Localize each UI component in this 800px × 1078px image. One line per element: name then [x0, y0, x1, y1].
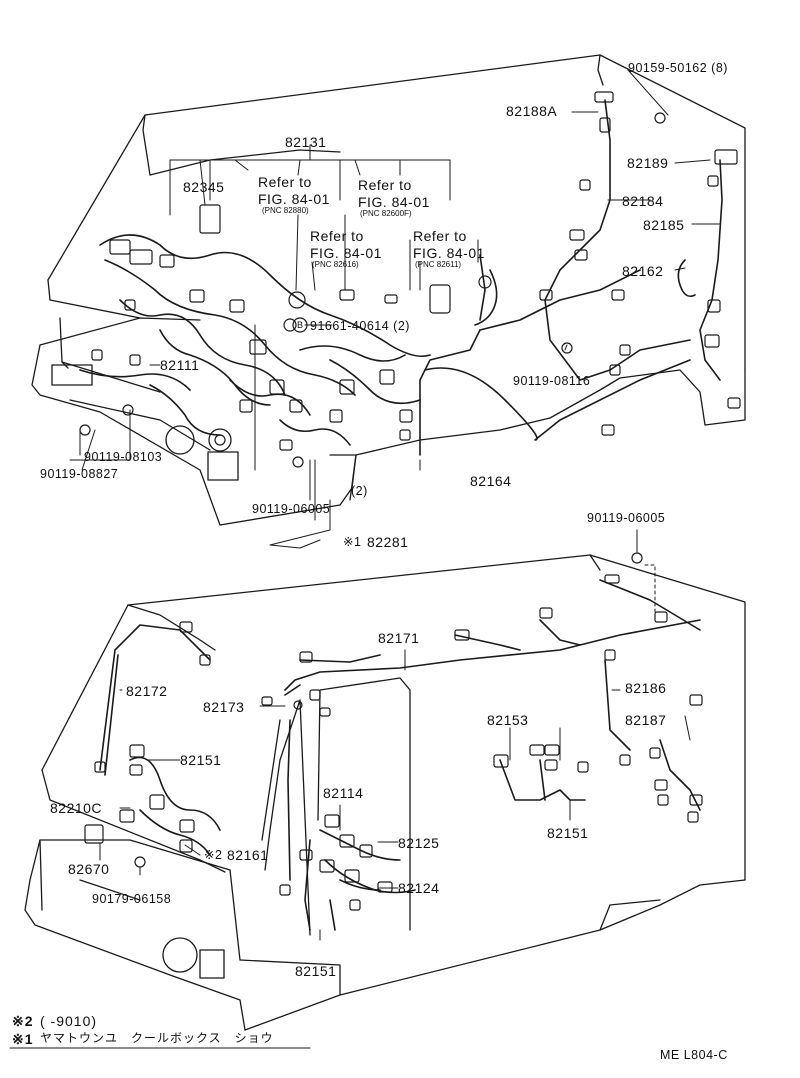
ref1-pnc: (PNC 82880) — [262, 206, 309, 215]
label-82281-mark: ※1 — [343, 535, 362, 549]
label-82185: 82185 — [643, 217, 685, 233]
bottom-van-body — [24, 554, 746, 1031]
label-82187: 82187 — [625, 712, 667, 728]
ref3-line2: FIG. 84-01 — [310, 245, 382, 261]
ref4-pnc: (PNC 82611) — [415, 260, 462, 269]
ref3-pnc: (PNC 82616) — [312, 260, 359, 269]
label-82186: 82186 — [625, 680, 667, 696]
label-82164: 82164 — [470, 473, 512, 489]
ref4-line1: Refer to — [413, 228, 467, 244]
label-82151-a: 82151 — [180, 752, 222, 768]
bottom-connectors — [84, 552, 703, 911]
label-82281: 82281 — [367, 534, 409, 550]
ref2-line2: FIG. 84-01 — [358, 194, 430, 210]
ref3-line1: Refer to — [310, 228, 364, 244]
label-82131: 82131 — [285, 134, 327, 150]
bottom-leaders — [99, 529, 691, 941]
label-82114: 82114 — [323, 785, 364, 801]
label-82173: 82173 — [203, 699, 245, 715]
circle-b-letter: B — [297, 320, 304, 330]
label-82151-b: 82151 — [547, 825, 589, 841]
diagram-code: ME L804-C — [660, 1048, 728, 1062]
note2-text: ( -9010) — [40, 1013, 98, 1029]
label-82151-c: 82151 — [295, 963, 337, 979]
label-82161-mark: ※2 — [204, 848, 223, 862]
label-82184: 82184 — [622, 193, 664, 209]
label-82345: 82345 — [183, 179, 225, 195]
label-qty-2: (2) — [351, 484, 368, 498]
label-82172: 82172 — [126, 683, 168, 699]
label-90119-06005-top: 90119-06005 — [252, 502, 331, 516]
top-leaders — [69, 69, 721, 549]
label-82210c: 82210C — [50, 800, 103, 816]
label-90159-50162: 90159-50162 (8) — [628, 61, 728, 75]
label-82188a: 82188A — [506, 103, 558, 119]
label-82161: 82161 — [227, 847, 269, 863]
label-82670: 82670 — [68, 861, 110, 877]
ref1-line2: FIG. 84-01 — [258, 191, 330, 207]
ref1-line1: Refer to — [258, 174, 312, 190]
label-82111: 82111 — [160, 357, 200, 373]
label-82171: 82171 — [378, 630, 420, 646]
label-90119-08103: 90119-08103 — [84, 450, 163, 464]
bottom-harness — [99, 579, 701, 931]
label-90119-08116: 90119-08116 — [513, 374, 591, 388]
label-90119-08827: 90119-08827 — [40, 467, 119, 481]
label-82153: 82153 — [487, 712, 529, 728]
label-82124: 82124 — [398, 880, 440, 896]
label-82189: 82189 — [627, 155, 669, 171]
ref2-pnc: (PNC 82600F) — [360, 209, 412, 218]
top-harness — [79, 99, 723, 456]
label-82162: 82162 — [622, 263, 664, 279]
top-connectors — [79, 91, 741, 468]
circle-b-marker — [292, 317, 308, 333]
label-91661-40614: 91661-40614 (2) — [310, 319, 410, 333]
ref4-line2: FIG. 84-01 — [413, 245, 485, 261]
top-van-body — [31, 54, 746, 526]
note1-text: ヤマトウンユ クールボックス ショウ — [40, 1031, 274, 1045]
label-90179-06158: 90179-06158 — [92, 892, 172, 906]
label-82125: 82125 — [398, 835, 440, 851]
ref2-line1: Refer to — [358, 177, 412, 193]
note2-mark: ※2 — [12, 1013, 34, 1029]
label-90119-06005-bottom: 90119-06005 — [587, 511, 666, 525]
note1-mark: ※1 — [12, 1031, 34, 1047]
